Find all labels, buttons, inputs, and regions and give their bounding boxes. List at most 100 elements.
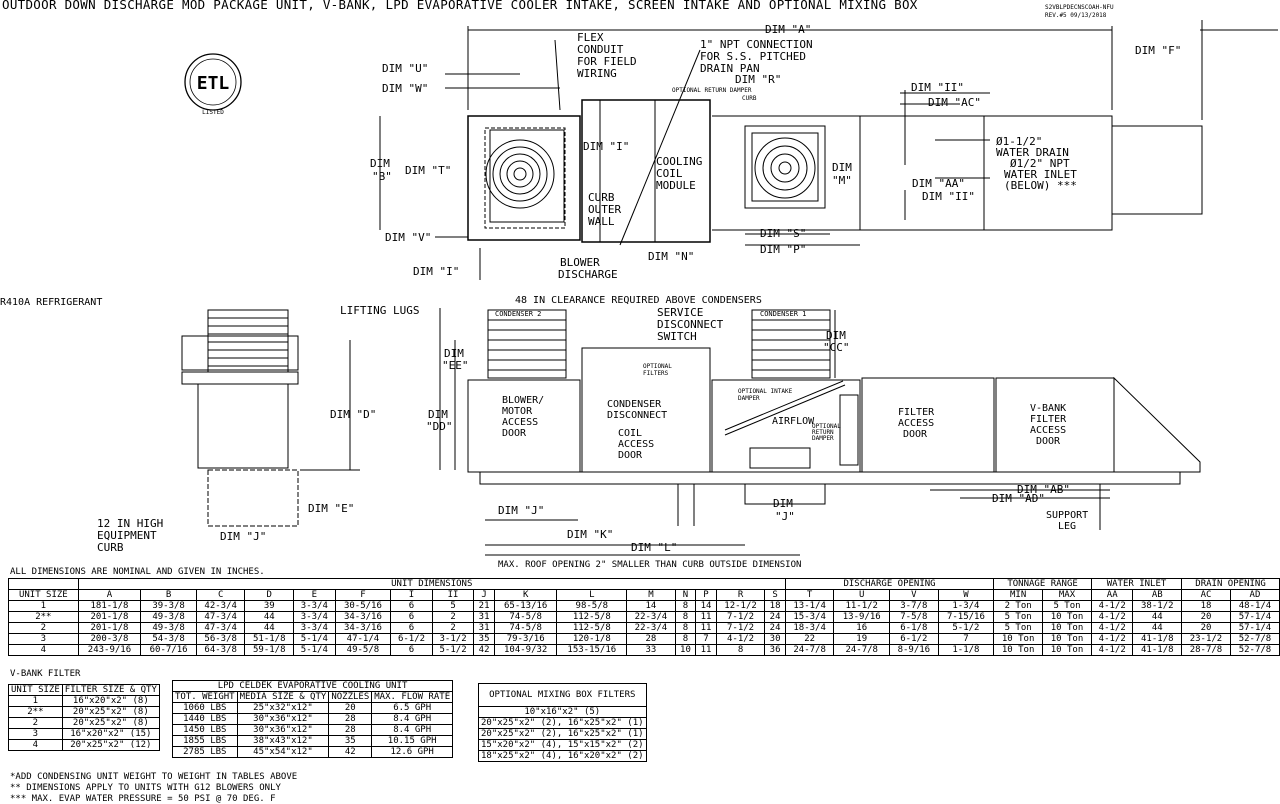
table-cell: 21 bbox=[473, 600, 495, 612]
header-blank bbox=[8, 578, 79, 590]
dim-cc-label-2: "CC" bbox=[823, 341, 850, 354]
coil-door-label-2: ACCESS bbox=[618, 439, 654, 450]
table-cell: 11 bbox=[695, 622, 717, 634]
table-cell: 3-3/4 bbox=[293, 622, 336, 634]
support-leg-label-1: SUPPORT bbox=[1046, 510, 1088, 521]
blower-discharge-label-1: BLOWER bbox=[560, 256, 600, 269]
curb-note-3: CURB bbox=[97, 541, 124, 554]
table-cell: 112-5/8 bbox=[556, 611, 628, 623]
column-header: NOZZLES bbox=[328, 691, 373, 703]
table-cell: 15"x20"x2" (4), 15"x15"x2" (2) bbox=[478, 739, 647, 751]
clearance-note: 48 IN CLEARANCE REQUIRED ABOVE CONDENSER… bbox=[515, 295, 762, 306]
table-cell: 2 bbox=[8, 622, 79, 634]
table-cell: 120-1/8 bbox=[556, 633, 628, 645]
table-cell: 42 bbox=[473, 644, 495, 656]
table-cell: 8 bbox=[674, 633, 697, 645]
dim-m-label-1: DIM bbox=[832, 161, 852, 174]
table-caption: OPTIONAL MIXING BOX FILTERS bbox=[478, 683, 647, 707]
condenser-2-label: CONDENSER 2 bbox=[495, 310, 541, 318]
column-header: E bbox=[293, 589, 336, 601]
table-cell: 49-5/8 bbox=[334, 644, 392, 656]
table-cell: 65-13/16 bbox=[493, 600, 558, 612]
dim-i-label-bottom: DIM "I" bbox=[413, 265, 459, 278]
dim-j-front-label: DIM "J" bbox=[498, 504, 544, 517]
table-cell: 6 bbox=[390, 644, 433, 656]
table-cell: 11 bbox=[695, 611, 717, 623]
table-cell: 42 bbox=[328, 746, 373, 758]
column-header: MEDIA SIZE & QTY bbox=[236, 691, 330, 703]
table-cell: 24-7/8 bbox=[833, 644, 891, 656]
table-cell: 51-1/8 bbox=[244, 633, 295, 645]
table-cell: 47-1/4 bbox=[334, 633, 392, 645]
column-header: AB bbox=[1132, 589, 1183, 601]
table-cell: 35 bbox=[328, 735, 373, 747]
intake-hood-plan bbox=[1111, 125, 1203, 215]
dims-note: ALL DIMENSIONS ARE NOMINAL AND GIVEN IN … bbox=[10, 567, 265, 577]
water-drain-label-2: WATER DRAIN bbox=[996, 146, 1069, 159]
table-cell: 36 bbox=[764, 644, 786, 656]
table-cell: 20"x25"x2" (2), 16"x25"x2" (1) bbox=[478, 717, 647, 729]
table-cell: 39-3/8 bbox=[140, 600, 197, 612]
table-row: 20"x25"x2" (2), 16"x25"x2" (1) bbox=[478, 728, 647, 740]
doc-id: S2VBLPDECNSCOAH-NFU bbox=[1045, 4, 1114, 11]
flex-label-2: CONDUIT bbox=[577, 43, 624, 56]
table-cell: 6 bbox=[390, 611, 433, 623]
column-header: FILTER SIZE & QTY bbox=[61, 684, 160, 696]
table-cell: 31 bbox=[473, 611, 495, 623]
table-cell: 54-3/8 bbox=[140, 633, 197, 645]
table-cell: 181-1/8 bbox=[77, 600, 142, 612]
dim-ii-label-top: DIM "II" bbox=[911, 81, 964, 94]
table-cell: 5 Ton bbox=[993, 622, 1044, 634]
npt-label-2: FOR S.S. PITCHED bbox=[700, 50, 806, 63]
table-cell: 5 Ton bbox=[993, 611, 1044, 623]
table-cell: 30"x36"x12" bbox=[236, 724, 330, 736]
vbank-door-label-2: FILTER bbox=[1030, 414, 1067, 425]
table-row: 18"x25"x2" (4), 16"x20"x2" (2) bbox=[478, 750, 647, 762]
table-cell: 79-3/16 bbox=[493, 633, 558, 645]
table-cell: 2785 LBS bbox=[172, 746, 238, 758]
table-row: 15"x20"x2" (4), 15"x15"x2" (2) bbox=[478, 739, 647, 751]
table-cell: 74-5/8 bbox=[493, 611, 558, 623]
table-caption-row: OPTIONAL MIXING BOX FILTERS bbox=[478, 683, 647, 707]
column-header: U bbox=[833, 589, 891, 601]
optional-return-label: OPTIONAL RETURN DAMPER bbox=[672, 87, 752, 94]
table-cell: 6.5 GPH bbox=[371, 702, 454, 714]
airflow-label: AIRFLOW bbox=[772, 416, 815, 427]
table-cell: 8 bbox=[674, 611, 697, 623]
table-cell: 34-3/16 bbox=[334, 611, 392, 623]
refrigerant-label: R410A REFRIGERANT bbox=[0, 297, 102, 308]
table-cell: 2 Ton bbox=[993, 600, 1044, 612]
support-leg-label-2: LEG bbox=[1058, 521, 1076, 532]
dim-s-label: DIM "S" bbox=[760, 227, 806, 240]
water-inlet-label-3: (BELOW) *** bbox=[1004, 179, 1077, 192]
blower-discharge-label-2: DISCHARGE bbox=[558, 268, 618, 281]
table-cell: 8-9/16 bbox=[889, 644, 939, 656]
curb-note-2: EQUIPMENT bbox=[97, 529, 157, 542]
table-cell: 1440 LBS bbox=[172, 713, 238, 725]
column-header: D bbox=[244, 589, 295, 601]
table-cell: 48-1/4 bbox=[1229, 600, 1280, 612]
vbank-door-label-1: V-BANK bbox=[1030, 403, 1066, 414]
column-header: M bbox=[626, 589, 676, 601]
dim-j-side-label: DIM "J" bbox=[220, 530, 266, 543]
table-cell: 1 bbox=[8, 600, 79, 612]
column-header: MAX. FLOW RATE bbox=[371, 691, 454, 703]
table-cell: 38"x43"x12" bbox=[236, 735, 330, 747]
filter-door-label-1: FILTER bbox=[898, 407, 935, 418]
table-cell: 4-1/2 bbox=[1090, 611, 1134, 623]
table-cell: 49-3/8 bbox=[140, 611, 197, 623]
side-labels: LIFTING LUGS DIM "D" DIM "E" DIM "J" 12 … bbox=[97, 304, 419, 554]
column-header: II bbox=[431, 589, 475, 601]
dim-n-label: DIM "N" bbox=[648, 250, 694, 263]
group-header: DRAIN OPENING bbox=[1181, 578, 1280, 590]
dim-p-label: DIM "P" bbox=[760, 243, 806, 256]
table-cell: 23-1/2 bbox=[1181, 633, 1231, 645]
table-cell: 3 bbox=[8, 633, 79, 645]
